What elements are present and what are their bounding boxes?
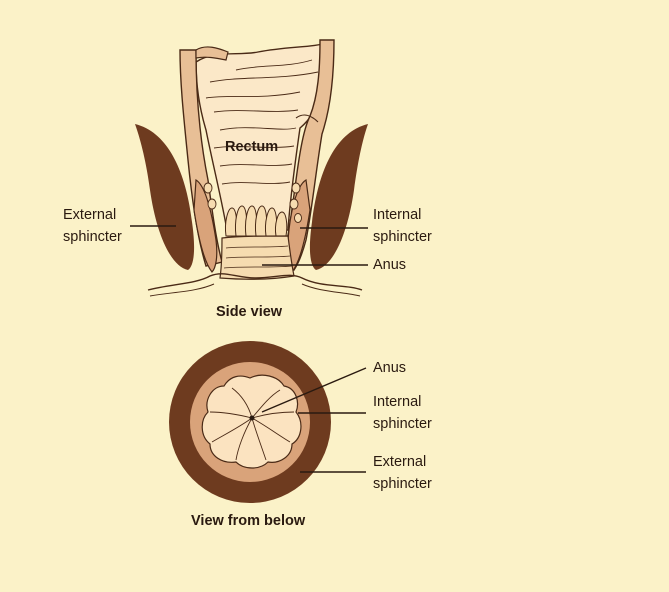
internal-sphincter-label-below: Internal sphincter (373, 394, 432, 432)
below-view-caption: View from below (191, 513, 306, 529)
perineum-skin (147, 273, 363, 291)
anal-columns (225, 205, 288, 237)
external-sphincter-label-side: External sphincter (63, 207, 122, 245)
external-sphincter-label-below: External sphincter (373, 454, 432, 492)
internal-sphincter-label-side: Internal sphincter (373, 207, 432, 245)
rectal-folds (205, 59, 319, 185)
external-sphincter-right (309, 124, 368, 270)
side-view-drawing (135, 39, 368, 297)
external-sphincter-left (135, 124, 195, 270)
anal-mucosa-folds (209, 387, 295, 461)
rectum-lumen (195, 40, 331, 237)
anus-label-below: Anus (373, 360, 407, 376)
anal-mucosa (201, 374, 302, 469)
below-view-leader-lines (261, 367, 367, 473)
side-view-leader-lines (130, 225, 368, 266)
internal-sphincter-left (193, 178, 218, 273)
rectum-label: Rectum (225, 139, 279, 155)
anal-glands (203, 182, 302, 223)
side-view-caption: Side view (216, 304, 283, 320)
anus-label-side: Anus (373, 257, 407, 273)
below-view-drawing (169, 341, 331, 503)
